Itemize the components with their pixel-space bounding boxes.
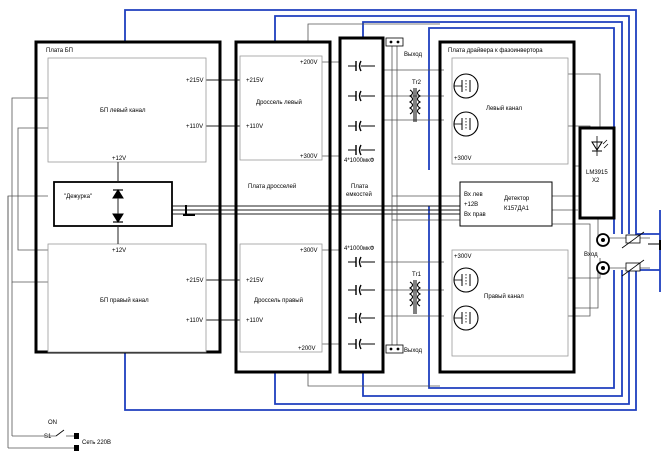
transformer-t2-icon <box>408 88 422 122</box>
choke-left-200v: +200V <box>300 60 318 66</box>
caps-value-upper: 4*1000мкФ <box>344 158 375 164</box>
driver-right-300v: +300V <box>454 254 472 260</box>
level-indicator: LM3915 X2 <box>578 126 616 220</box>
driver-left-300v: +300V <box>454 156 472 162</box>
choke-right-300v: +300V <box>300 248 318 254</box>
detector-12v: +12В <box>464 202 478 208</box>
output-section: Выход Выход Тr2 Тr1 <box>385 37 422 354</box>
choke-right-215v: +215V <box>246 278 264 284</box>
output-bottom-connector <box>385 344 404 354</box>
capacitor-icon <box>348 90 375 102</box>
indicator-part: LM3915 <box>586 170 608 176</box>
capacitor-group-upper <box>348 60 375 156</box>
transformer-t1-icon <box>408 280 422 314</box>
vacuum-tube-icon <box>453 111 479 137</box>
psu-right-215v: +215V <box>186 278 204 284</box>
choke-left-label: Дроссель левый <box>256 99 302 106</box>
psu-right-12v: +12V <box>112 248 126 254</box>
caps-title-line2: емкостей <box>346 191 372 198</box>
input-section: Вход <box>584 231 661 277</box>
capacitor-icon <box>348 144 375 156</box>
choke-board: +200V +215V Дроссель левый +110V +300V П… <box>234 40 332 374</box>
transformer-t2-label: Тr2 <box>412 80 422 86</box>
output-bottom-label: Выход <box>404 348 422 354</box>
choke-right-200v: +200V <box>298 346 316 352</box>
driver-board-title: Плата драйвера к фазоинвертора <box>448 47 543 54</box>
switch-on-label: ON <box>48 420 57 426</box>
vacuum-tube-icon <box>453 73 479 99</box>
driver-left-channel: Левый канал <box>486 105 523 112</box>
mains-label: Сеть 220В <box>82 440 111 446</box>
capacitor-icon <box>348 338 375 350</box>
capacitor-group-lower <box>348 256 375 350</box>
output-top-connector <box>385 37 404 47</box>
psu-left-12v: +12V <box>112 156 126 162</box>
choke-board-title: Плата дросселей <box>248 183 296 190</box>
switch-s1-label: S1 <box>44 434 52 440</box>
psu-board-title: Плата БП <box>46 48 73 54</box>
mains-switch: ON S1 Сеть 220В <box>8 420 111 451</box>
capacitor-icon <box>348 284 375 296</box>
capacitor-icon <box>348 120 375 132</box>
vacuum-tube-icon <box>453 267 479 293</box>
psu-left-channel-label: БП левый канал <box>100 107 146 114</box>
blue-wiring <box>124 9 661 411</box>
indicator-count: X2 <box>592 178 600 184</box>
psu-board: Плата БП БП левый канал +215V +110V +12V… <box>34 40 222 354</box>
driver-board: Плата драйвера к фазоинвертора Левый кан… <box>438 40 576 374</box>
caps-title-line1: Плата <box>351 184 369 190</box>
caps-value-lower: 4*1000мкФ <box>344 246 375 252</box>
transformer-t1-label: Тr1 <box>412 272 422 278</box>
detector-in-right: Вх прав <box>464 212 486 218</box>
vacuum-tube-icon <box>453 305 479 331</box>
detector-label: Детектор <box>504 196 530 202</box>
standby-label: "Дежурка" <box>64 194 92 200</box>
capacitor-board: Плата емкостей 4*1000мкФ 4*1000мкФ <box>338 36 385 374</box>
tube-group <box>453 73 479 331</box>
psu-left-110v: +110V <box>186 124 203 130</box>
input-label: Вход <box>584 252 598 258</box>
psu-right-channel-label: БП правый канал <box>100 297 149 304</box>
choke-right-label: Дроссель правый <box>254 297 303 304</box>
capacitor-icon <box>348 312 375 324</box>
choke-left-300v: +300V <box>300 154 318 160</box>
choke-left-215v: +215V <box>246 78 264 84</box>
driver-right-channel: Правый канал <box>484 293 524 300</box>
psu-right-110v: +110V <box>186 318 203 324</box>
output-top-label: Выход <box>404 52 422 58</box>
detector-chip: К157ДА1 <box>504 206 530 212</box>
choke-left-110v: +110V <box>246 124 263 130</box>
choke-right-110v: +110V <box>246 318 263 324</box>
psu-left-215v: +215V <box>186 78 204 84</box>
capacitor-icon <box>348 256 375 268</box>
capacitor-icon <box>348 60 375 72</box>
detector-in-left: Вх лев <box>464 192 483 198</box>
